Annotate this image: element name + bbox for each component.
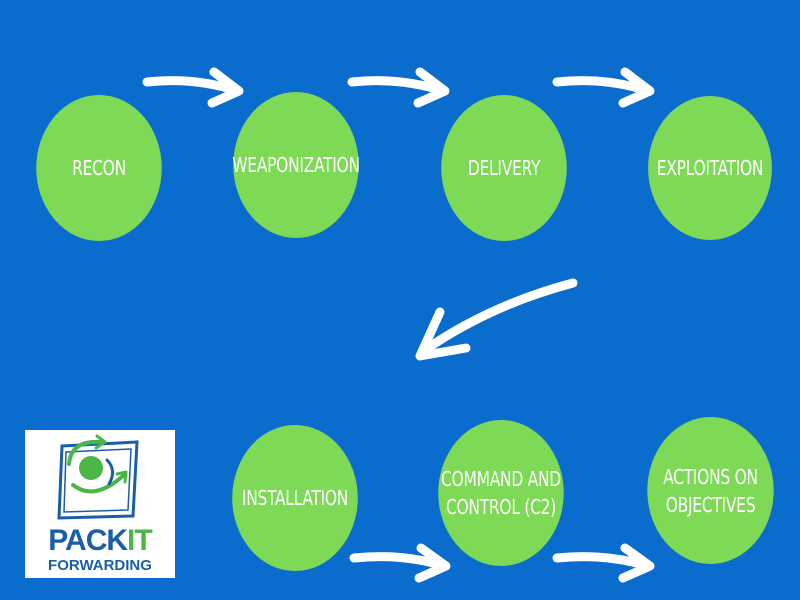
stage-actions-label: ACTIONS ON OBJECTIVES (663, 464, 758, 517)
stage-delivery: DELIVERY (441, 95, 567, 241)
packit-forwarding-logo: PACKIT FORWARDING (25, 430, 175, 578)
stage-weaponization: WEAPONIZATION (232, 92, 360, 238)
stage-c2-label: COMMAND AND CONTROL (C2) (441, 467, 561, 519)
stage-installation-label: INSTALLATION (241, 486, 349, 510)
stage-exploitation: EXPLOITATION (648, 96, 772, 240)
stage-delivery-label: DELIVERY (467, 156, 541, 180)
stage-weaponization-label: WEAPONIZATION (232, 153, 360, 177)
stage-actions-on-objectives: ACTIONS ON OBJECTIVES (647, 417, 774, 564)
stage-command-and-control: COMMAND AND CONTROL (C2) (438, 420, 564, 566)
logo-it-text: IT (127, 524, 153, 557)
stage-recon: RECON (36, 95, 162, 241)
stage-exploitation-label: EXPLOITATION (656, 156, 764, 180)
arrow-weaponization-to-delivery (347, 67, 450, 108)
logo-pack-text: PACK (48, 524, 128, 557)
logo-wordmark-pack: PACKIT (25, 524, 175, 558)
logo-emblem-icon (57, 434, 139, 520)
stage-recon-label: RECON (72, 156, 126, 180)
logo-wordmark-forwarding: FORWARDING (48, 557, 152, 574)
stage-installation: INSTALLATION (232, 425, 358, 571)
arrow-delivery-to-exploitation (552, 67, 655, 108)
arrow-installation-to-c2 (349, 543, 451, 583)
arrow-recon-to-weaponization (142, 67, 244, 108)
arrow-c2-to-actions (552, 543, 655, 583)
arrow-exploitation-to-installation (415, 278, 578, 361)
